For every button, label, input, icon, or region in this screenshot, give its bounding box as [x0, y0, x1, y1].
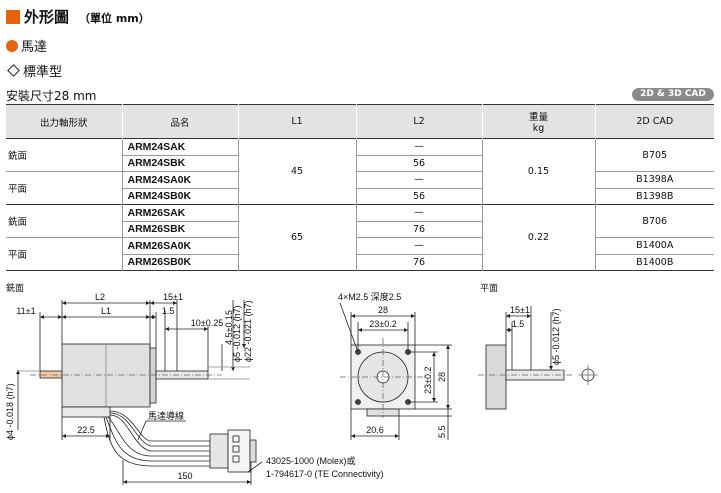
flat-shaft-view	[478, 306, 598, 410]
label-flat-view: 平面	[480, 283, 498, 293]
flat-flange	[485, 344, 507, 410]
cell-weight: 0.15	[481, 138, 595, 205]
cell-model: ARM24SB0K	[121, 187, 238, 205]
col-header-model: 品名	[121, 104, 238, 139]
table-row: ARM24SBK 56	[6, 154, 714, 172]
cell-cad[interactable]: B705	[594, 138, 714, 172]
flat-dim-1-5: 1.5	[512, 319, 525, 329]
dim-phi4: ϕ4 -0.018 (h7)	[5, 383, 15, 440]
cell-shape: 平面	[6, 237, 122, 271]
cell-l2: 56	[355, 154, 482, 172]
cell-model: ARM24SA0K	[121, 171, 238, 188]
cell-cad[interactable]: B706	[594, 204, 714, 238]
front-dim-20-6: 20.6	[366, 425, 384, 435]
section-type-label: 標準型	[23, 65, 63, 80]
cell-shape: 銑面	[6, 138, 122, 172]
cell-model: ARM24SBK	[121, 154, 238, 172]
dim-4-5: 4.5±0.15	[224, 310, 234, 345]
rear-shaft	[39, 370, 63, 379]
dim-15: 15±1	[163, 292, 183, 302]
col-header-l1: L1	[237, 104, 356, 139]
cell-cad[interactable]: B1398B	[594, 187, 714, 205]
col-header-weight-unit: kg	[532, 123, 545, 134]
cell-model: ARM24SAK	[121, 138, 238, 155]
lead-exit-box	[61, 406, 111, 418]
table-row: ARM24SB0K 56 B1398B	[6, 187, 714, 205]
cell-shape: 銑面	[6, 204, 122, 238]
connector-label-1: 43025-1000 (Molex)或	[266, 455, 356, 466]
cell-cad[interactable]: B1400B	[594, 253, 714, 271]
cell-l2: —	[355, 171, 482, 188]
dim-phi5: ϕ5 -0.012 (h7)	[232, 305, 242, 362]
cell-l2: —	[355, 138, 482, 155]
lead-label: 馬達導線	[148, 410, 184, 421]
connector-body	[209, 433, 229, 469]
cell-model: ARM26SAK	[121, 204, 238, 221]
section-motor-label: 馬達	[21, 40, 48, 55]
flat-dim-15: 15±1	[510, 305, 530, 315]
col-header-shape: 出力軸形狀	[6, 104, 122, 139]
col-header-weight-label: 重量	[528, 112, 548, 123]
label-side-view: 銑面	[6, 282, 24, 293]
front-dim-23-vertical: 23±0.2	[423, 367, 433, 394]
front-dim-23: 23±0.2	[369, 319, 396, 329]
dim-22-5: 22.5	[77, 425, 95, 435]
dim-10: 10±0.25	[191, 318, 223, 328]
cell-l2: 76	[355, 220, 482, 238]
section-motor: 馬達	[6, 36, 47, 55]
cell-model: ARM26SBK	[121, 220, 238, 238]
cell-shape: 平面	[6, 171, 122, 205]
orange-square-icon	[6, 9, 20, 24]
front-dim-5-5: 5.5	[437, 425, 447, 438]
drawing-heading: 外形圖 （單位 mm）	[6, 6, 150, 27]
front-dim-28: 28	[378, 305, 388, 315]
cell-cad[interactable]: B1400A	[594, 237, 714, 254]
dim-phi22: ϕ22 -0.021 (h7)	[243, 300, 253, 362]
dim-1-5: 1.5	[162, 306, 175, 316]
dim-11: 11±1	[16, 306, 35, 316]
size-line: 安裝尺寸28 mm	[6, 89, 97, 103]
table-row: 平面 ARM26SA0K — B1400A	[6, 237, 714, 271]
cell-l2: —	[355, 204, 482, 221]
cell-l1: 45	[237, 138, 356, 205]
orange-circle-icon	[6, 39, 18, 52]
front-dim-28-vertical: 28	[437, 372, 447, 382]
heading-title: 外形圖	[24, 8, 70, 26]
connector-label-2: 1-794617-0 (TE Connectivity)	[266, 469, 384, 479]
heading-unit: （單位 mm）	[79, 11, 150, 25]
side-view	[16, 300, 263, 485]
cell-model: ARM26SB0K	[121, 253, 238, 271]
dim-l1: L1	[101, 306, 111, 316]
cad-badge[interactable]: 2D & 3D CAD	[632, 88, 714, 101]
col-header-cad: 2D CAD	[594, 104, 714, 139]
cell-l2: 76	[355, 253, 482, 271]
cell-model: ARM26SA0K	[121, 237, 238, 254]
table-row: 平面 ARM24SA0K — B1398A	[6, 171, 714, 205]
table-row: 銑面 ARM24SAK 45 — 0.15 B705	[6, 138, 714, 205]
cell-cad[interactable]: B1398A	[594, 171, 714, 188]
flat-dim-phi5: ϕ5 -0.012 (h7)	[551, 308, 561, 365]
front-view	[339, 302, 452, 440]
table-row: ARM26SBK 76	[6, 220, 714, 238]
cell-l1: 65	[237, 204, 356, 271]
dim-l2: L2	[95, 292, 105, 302]
cell-l2: 56	[355, 187, 482, 205]
col-header-l2: L2	[355, 104, 482, 139]
cell-weight: 0.22	[481, 204, 595, 271]
dim-150: 150	[177, 471, 192, 481]
table-row: ARM26SB0K 76 B1400B	[6, 253, 714, 271]
front-holes-label: 4×M2.5 深度2.5	[338, 291, 401, 302]
section-type: 標準型	[6, 61, 62, 80]
cell-l2: —	[355, 237, 482, 254]
motor-flange	[149, 347, 157, 404]
table-row: 銑面 ARM26SAK 65 — 0.22 B706	[6, 204, 714, 271]
